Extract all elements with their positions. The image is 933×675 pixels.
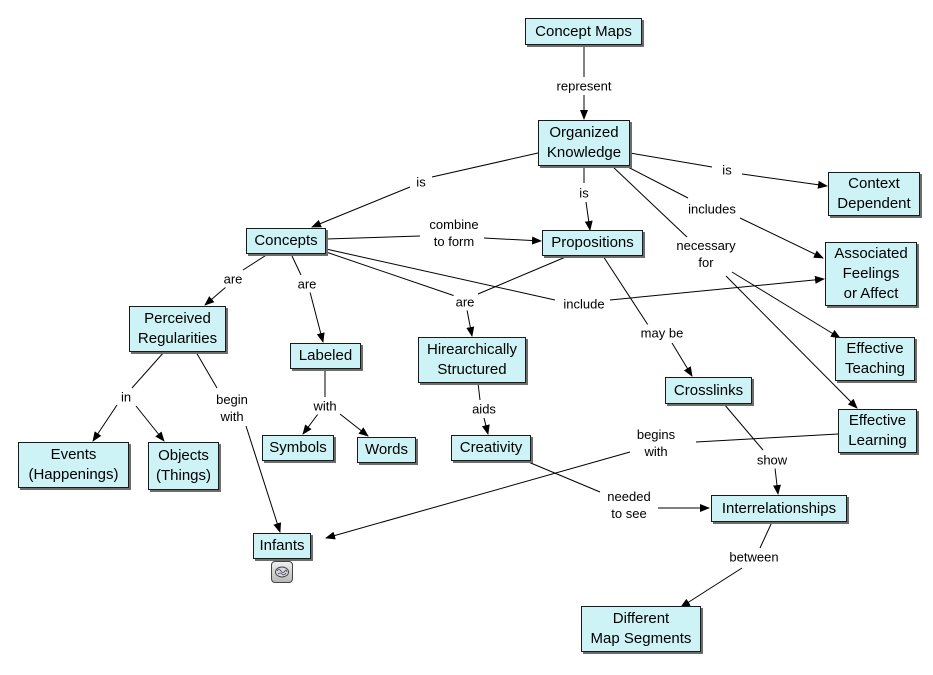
edge-arrow xyxy=(741,173,828,189)
edge-line xyxy=(695,433,839,443)
node-symbols[interactable]: Symbols xyxy=(262,435,334,461)
edge-arrow xyxy=(739,217,824,259)
node-hierarchically-structured[interactable]: Hirearchically Structured xyxy=(418,337,526,383)
edge-arrow xyxy=(481,417,490,435)
link-begins-with: begins with xyxy=(634,426,678,460)
edge-line xyxy=(629,152,713,168)
edge-arrow xyxy=(204,286,227,306)
edge-line xyxy=(477,255,569,295)
link-is-concepts: is xyxy=(414,173,428,191)
edge-line xyxy=(195,351,218,389)
link-are-labeled: are xyxy=(295,275,319,293)
edge-line xyxy=(525,460,601,493)
node-associated-feelings[interactable]: Associated Feelings or Affect xyxy=(825,242,917,306)
link-show: show xyxy=(754,451,790,469)
link-necessary-for: necessary for xyxy=(674,237,738,271)
node-effective-learning[interactable]: Effective Learning xyxy=(838,409,917,453)
link-combine-to-form: combine to form xyxy=(427,216,481,250)
edge-line xyxy=(242,253,269,271)
node-creativity[interactable]: Creativity xyxy=(451,435,531,461)
edge-arrow xyxy=(466,309,475,337)
node-labeled[interactable]: Labeled xyxy=(290,343,361,369)
node-concepts[interactable]: Concepts xyxy=(246,228,326,254)
link-represent: represent xyxy=(554,77,614,95)
node-perceived-regularities[interactable]: Perceived Regularities xyxy=(129,306,226,352)
node-events[interactable]: Events (Happenings) xyxy=(18,442,129,488)
edge-line xyxy=(611,165,689,239)
edge-line xyxy=(131,351,165,389)
edge-line xyxy=(621,163,689,199)
node-crosslinks[interactable]: Crosslinks xyxy=(665,377,752,404)
node-propositions[interactable]: Propositions xyxy=(542,230,643,256)
edge-line xyxy=(325,251,456,297)
link-in: in xyxy=(118,388,134,406)
edge-arrow xyxy=(731,271,841,339)
link-are-hierarchical: are xyxy=(453,293,477,311)
link-are-perceived: are xyxy=(221,270,245,288)
link-is-context: is xyxy=(720,161,734,179)
link-may-be: may be xyxy=(638,324,686,342)
edge-arrow xyxy=(325,451,631,540)
link-includes: includes xyxy=(686,200,738,218)
edge-line xyxy=(477,382,481,401)
edge-arrow xyxy=(92,404,118,442)
node-concept-maps[interactable]: Concept Maps xyxy=(525,18,642,45)
edge-line xyxy=(759,521,773,549)
node-context-dependent[interactable]: Context Dependent xyxy=(828,172,920,216)
edge-arrow xyxy=(584,201,593,231)
node-organized-knowledge[interactable]: Organized Knowledge xyxy=(538,120,630,166)
edge-arrow xyxy=(772,467,781,495)
edge-arrow xyxy=(680,567,743,608)
edge-arrow xyxy=(671,342,693,377)
node-interrelationships[interactable]: Interrelationships xyxy=(711,495,847,522)
edge-arrow xyxy=(483,236,542,245)
node-different-map-segments[interactable]: Different Map Segments xyxy=(581,606,701,652)
edge-line xyxy=(291,255,302,276)
edge-line xyxy=(325,248,556,301)
edge-arrow xyxy=(135,405,165,442)
edge-arrow xyxy=(311,186,411,228)
edge-arrow xyxy=(245,425,282,533)
link-begin-with: begin with xyxy=(214,391,250,425)
node-effective-teaching[interactable]: Effective Teaching xyxy=(835,337,915,381)
edge-arrow xyxy=(609,275,825,301)
link-include: include xyxy=(561,295,607,313)
edge-line xyxy=(431,152,539,178)
link-between: between xyxy=(727,548,781,566)
edge-line xyxy=(325,235,421,240)
link-aids: aids xyxy=(470,400,498,418)
node-infants[interactable]: Infants xyxy=(253,533,311,559)
node-words[interactable]: Words xyxy=(357,437,416,463)
link-needed-to-see: needed to see xyxy=(605,488,653,522)
edge-arrow xyxy=(302,413,319,435)
edge-arrow xyxy=(725,275,858,409)
link-with: with xyxy=(311,397,339,415)
link-is-propositions: is xyxy=(577,184,591,202)
node-objects[interactable]: Objects (Things) xyxy=(148,442,219,490)
edge-arrow xyxy=(309,291,325,343)
brain-icon[interactable] xyxy=(271,561,293,583)
edge-arrow xyxy=(339,413,369,437)
edge-line xyxy=(602,255,649,326)
edge-line xyxy=(723,403,764,451)
